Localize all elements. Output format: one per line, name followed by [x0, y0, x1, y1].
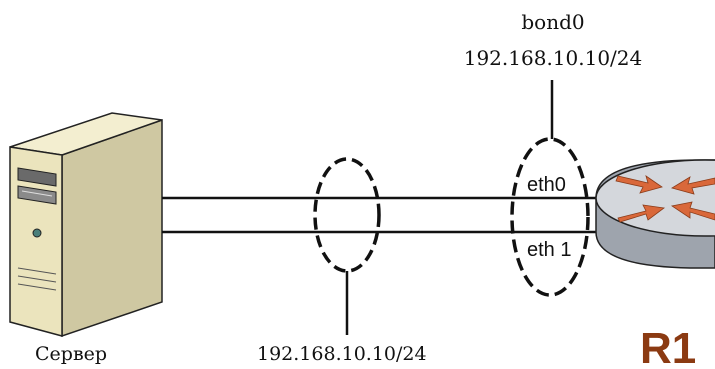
bond-ellipse	[510, 137, 590, 297]
link-address-label: 192.168.10.10/24	[257, 343, 427, 365]
bond-address-label: 192.168.10.10/24	[464, 46, 643, 70]
router-icon	[595, 159, 715, 269]
link-group-ellipse	[313, 157, 381, 273]
interface-eth0-label: eth0	[527, 174, 566, 196]
server-icon	[9, 112, 163, 338]
bond-name-label: bond0	[521, 10, 584, 34]
router-label: R1	[640, 324, 696, 369]
interface-eth1-label: eth 1	[527, 239, 571, 261]
server-label: Сервер	[35, 343, 107, 365]
